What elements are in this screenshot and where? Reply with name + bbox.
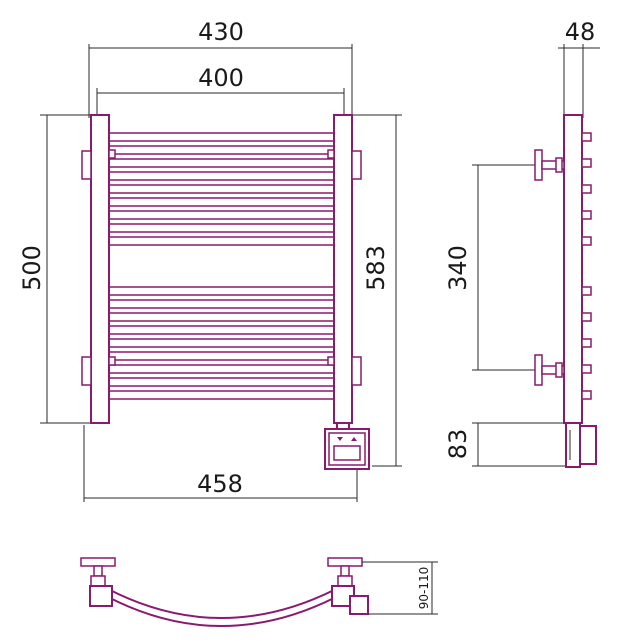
dimension-400: 400 [96, 64, 345, 118]
bottom-left-bracket [80, 557, 116, 607]
thermostat-control-box [324, 422, 370, 470]
dim-label-500: 500 [18, 245, 46, 291]
left-post [90, 114, 110, 424]
bottom-view: 90-110 [80, 557, 438, 627]
dim-label-48: 48 [565, 18, 596, 46]
arrow-down-icon [337, 437, 343, 441]
dimension-83: 83 [444, 422, 566, 467]
dimension-48: 48 [558, 18, 600, 118]
curved-rail [109, 588, 335, 627]
front-view: 430 400 500 583 458 [18, 18, 402, 502]
side-wall-brackets [534, 149, 565, 386]
dim-label-90-110: 90-110 [417, 567, 431, 610]
dim-label-340: 340 [444, 245, 472, 291]
dimension-90-110: 90-110 [362, 561, 438, 615]
towel-rail-crossbars [107, 132, 335, 400]
dimension-583: 583 [352, 114, 402, 467]
side-view: 48 340 83 [444, 18, 600, 468]
dimension-458: 458 [83, 425, 358, 502]
dim-label-400: 400 [198, 64, 244, 92]
dimension-340: 340 [444, 164, 542, 371]
side-control-box [565, 422, 597, 468]
mounting-brackets [81, 149, 362, 386]
dim-label-83: 83 [444, 429, 472, 460]
side-crossbar-ends [581, 132, 592, 400]
dim-label-430: 430 [198, 18, 244, 46]
dimension-430: 430 [88, 18, 353, 118]
side-post [563, 114, 583, 424]
dim-label-458: 458 [197, 470, 243, 498]
arrow-up-icon [351, 437, 357, 441]
dimension-500: 500 [18, 114, 92, 424]
display-screen [333, 445, 361, 461]
dim-label-583: 583 [362, 245, 390, 291]
right-post [333, 114, 353, 424]
bottom-right-bracket [327, 557, 369, 615]
